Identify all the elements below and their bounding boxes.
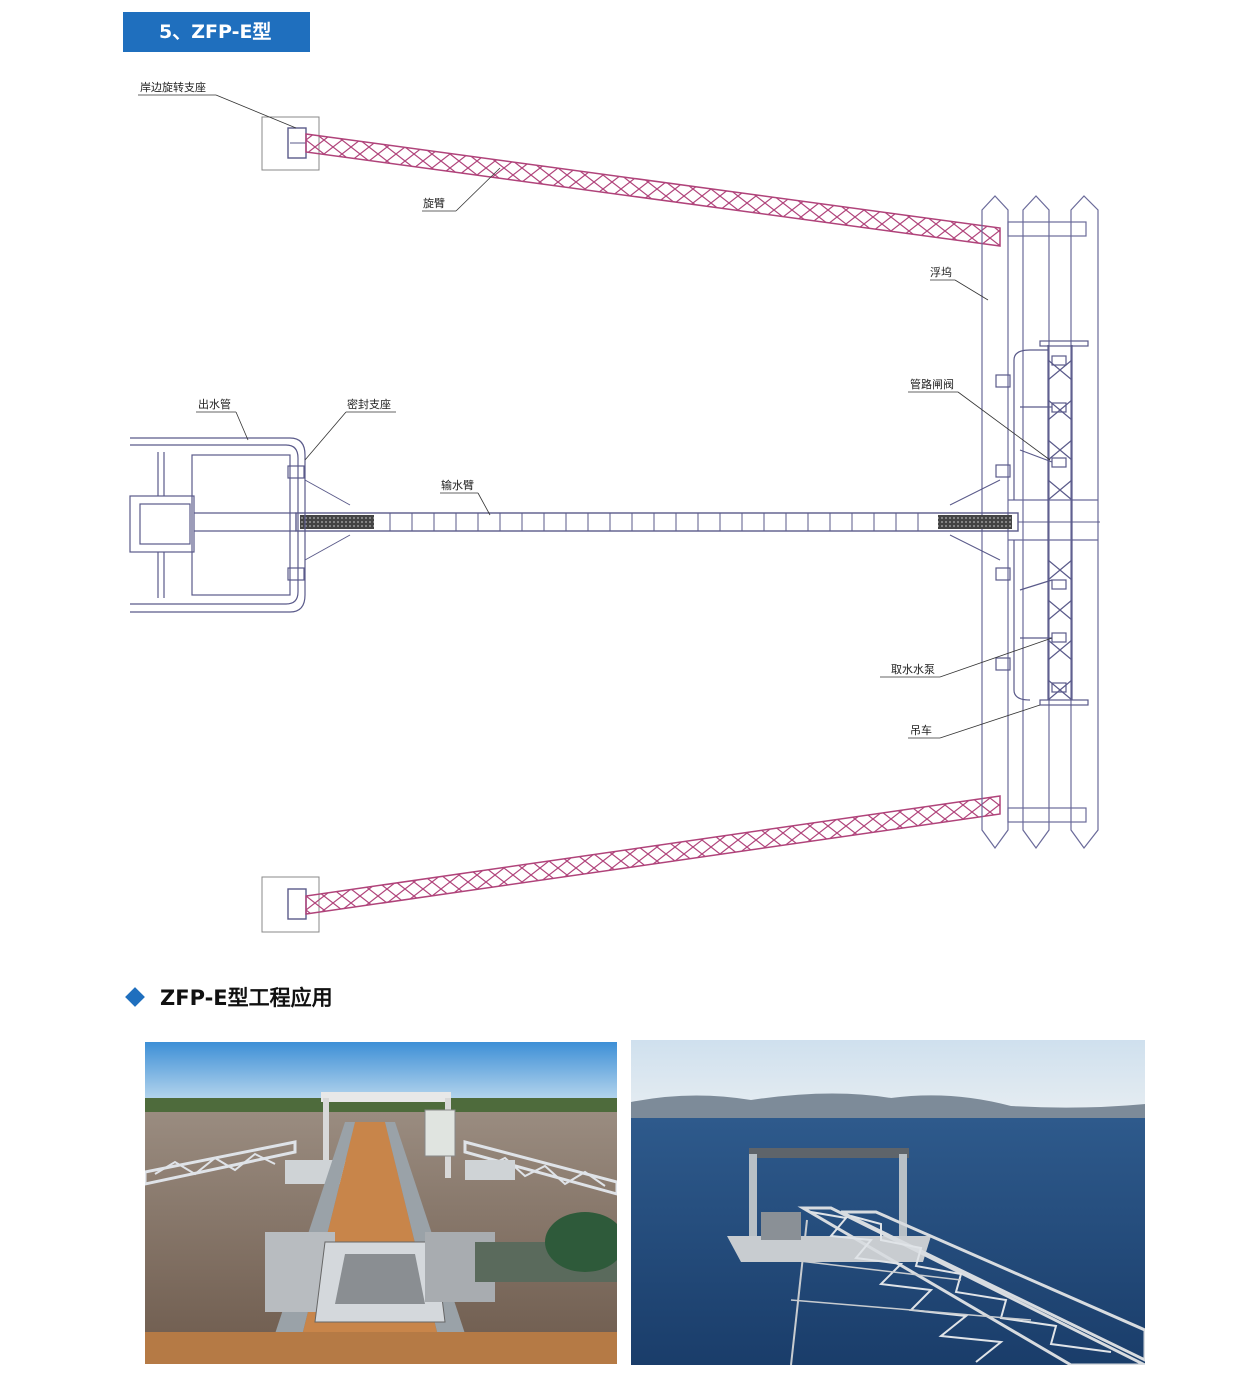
zfp-e-layout-diagram: 岸边旋转支座 旋臂 浮坞 出水管 密封支座 管路闸阀 输水臂 取水水泵 吊车: [129, 80, 1100, 933]
label-outlet-pipe: 出水管: [198, 397, 231, 411]
application-section-header: ZFP-E型工程应用: [122, 982, 333, 1012]
label-pipeline-valve: 管路闸阀: [910, 377, 954, 391]
label-intake-pump: 取水水泵: [891, 663, 935, 676]
label-swing-arm: 旋臂: [423, 196, 445, 210]
diamond-bullet-icon: [125, 987, 145, 1007]
swing-arm-upper: [305, 133, 1001, 247]
callouts: [138, 94, 1053, 739]
pontoon-station-photo: [145, 1042, 617, 1364]
label-delivery-arm: 输水臂: [441, 478, 474, 492]
application-title: ZFP-E型工程应用: [160, 986, 333, 1010]
lake-pontoon-photo: [631, 1040, 1145, 1365]
pontoon: [981, 195, 1099, 850]
outlet-pipe-assembly: [129, 437, 306, 613]
label-crane: 吊车: [910, 723, 932, 737]
label-shore-support: 岸边旋转支座: [140, 80, 206, 94]
section-title-tag: 5、ZFP-E型: [123, 12, 310, 52]
label-pontoon: 浮坞: [930, 265, 952, 279]
delivery-arm: [295, 479, 1100, 561]
label-seal-support: 密封支座: [347, 397, 391, 411]
swing-arm-lower: [305, 795, 1001, 915]
